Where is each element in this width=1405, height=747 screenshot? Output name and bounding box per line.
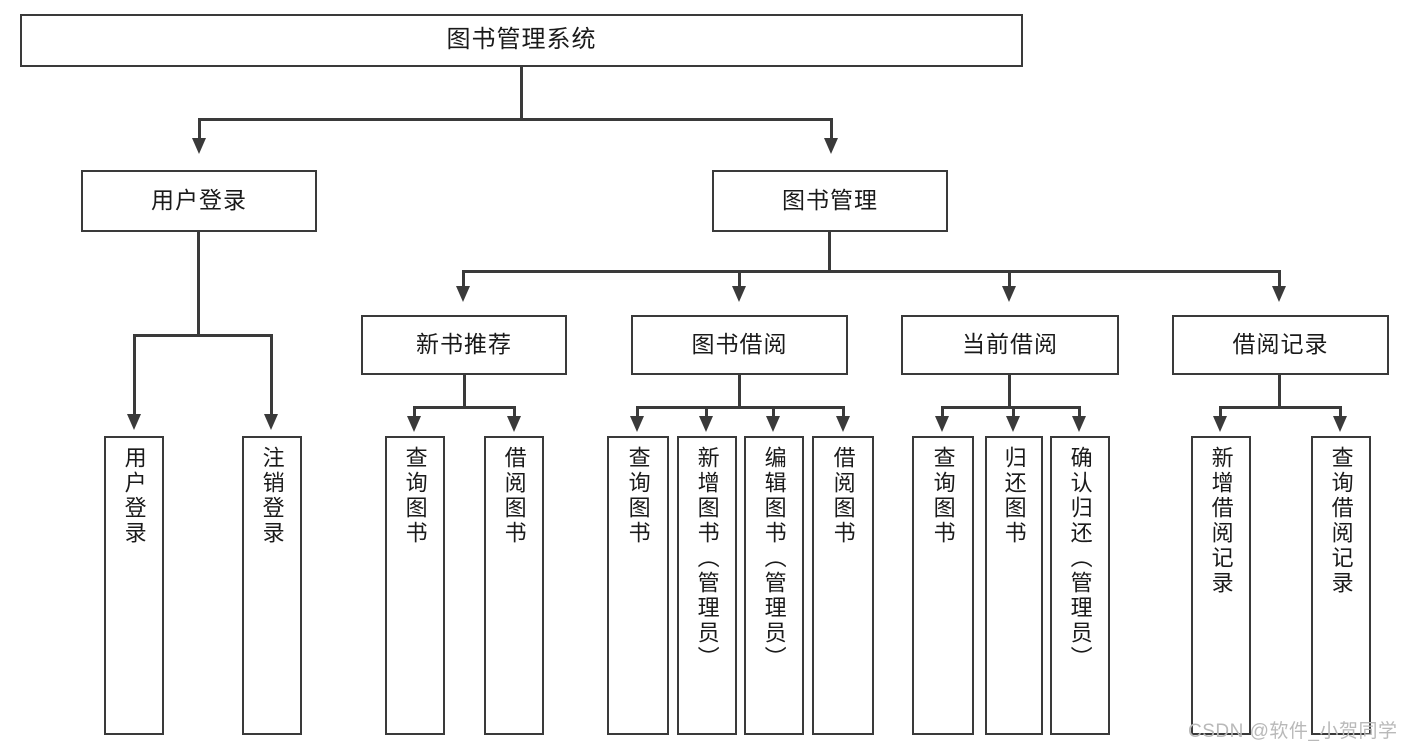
node-leaf-query-borrow-record[interactable]: 查询借阅记录 — [1311, 436, 1371, 735]
node-label: 当前借阅 — [962, 331, 1058, 358]
arrow-to-return-book — [1006, 416, 1020, 432]
connector-bookborrow-drop-2 — [705, 406, 708, 418]
connector-bookborrow-drop-3 — [772, 406, 775, 418]
connector-newbook-drop-1 — [413, 406, 416, 418]
node-leaf-query-book-borrow[interactable]: 查询图书 — [607, 436, 669, 735]
node-leaf-borrow-book[interactable]: 借阅图书 — [812, 436, 874, 735]
connector-newbook-drop-2 — [513, 406, 516, 418]
arrow-to-add-book — [699, 416, 713, 432]
arrow-to-query-book-3 — [935, 416, 949, 432]
node-current-borrow[interactable]: 当前借阅 — [901, 315, 1119, 375]
csdn-watermark: CSDN @软件_小贺同学 — [1188, 721, 1398, 742]
node-leaf-borrow-book-newbook[interactable]: 借阅图书 — [484, 436, 544, 735]
connector-bookborrow-stem — [738, 375, 741, 408]
arrow-to-user-login-leaf — [127, 414, 141, 430]
arrow-to-edit-book — [766, 416, 780, 432]
node-label: 新书推荐 — [416, 331, 512, 358]
connector-borrowrecord-drop-2 — [1339, 406, 1342, 418]
arrow-to-user-login — [192, 138, 206, 154]
connector-bookmgmt-drop-1 — [462, 270, 465, 288]
node-leaf-user-login[interactable]: 用户登录 — [104, 436, 164, 735]
node-leaf-return-book[interactable]: 归还图书 — [985, 436, 1043, 735]
connector-borrowrecord-bus — [1219, 406, 1341, 409]
node-label: 借阅记录 — [1232, 331, 1329, 358]
arrow-to-add-record — [1213, 416, 1227, 432]
connector-bookmgmt-bus — [462, 270, 1280, 273]
connector-newbook-stem — [463, 375, 466, 408]
node-leaf-confirm-return-admin[interactable]: 确认归还（管理员） — [1050, 436, 1110, 735]
arrow-to-borrow-book-2 — [836, 416, 850, 432]
node-label: 查询图书 — [402, 446, 428, 546]
node-label: 借阅图书 — [830, 446, 856, 546]
node-label: 确认归还（管理员） — [1067, 446, 1093, 671]
connector-newbook-bus — [413, 406, 516, 409]
connector-bookborrow-bus — [636, 406, 844, 409]
node-leaf-logout[interactable]: 注销登录 — [242, 436, 302, 735]
connector-bookmgmt-drop-2 — [738, 270, 741, 288]
connector-root-stem — [520, 67, 523, 119]
connector-currentborrow-drop-2 — [1012, 406, 1015, 418]
connector-root-drop-right — [830, 118, 833, 140]
node-leaf-add-book-admin[interactable]: 新增图书（管理员） — [677, 436, 737, 735]
connector-currentborrow-stem — [1008, 375, 1011, 408]
connector-bookborrow-drop-4 — [842, 406, 845, 418]
connector-bookborrow-drop-1 — [636, 406, 639, 418]
connector-bookmgmt-drop-3 — [1008, 270, 1011, 288]
connector-borrowrecord-drop-1 — [1219, 406, 1222, 418]
arrow-to-book-borrow — [732, 286, 746, 302]
node-leaf-query-book-newbook[interactable]: 查询图书 — [385, 436, 445, 735]
arrow-to-query-record — [1333, 416, 1347, 432]
arrow-to-logout-leaf — [264, 414, 278, 430]
node-book-borrow[interactable]: 图书借阅 — [631, 315, 848, 375]
node-label: 用户登录 — [121, 446, 147, 546]
node-label: 新增借阅记录 — [1208, 446, 1234, 596]
node-label: 查询借阅记录 — [1328, 446, 1354, 596]
connector-root-bus — [198, 118, 833, 121]
node-book-management[interactable]: 图书管理 — [712, 170, 948, 232]
node-root-system[interactable]: 图书管理系统 — [20, 14, 1023, 67]
node-label: 编辑图书（管理员） — [761, 446, 787, 671]
node-label: 新增图书（管理员） — [694, 446, 720, 671]
node-new-book-recommend[interactable]: 新书推荐 — [361, 315, 567, 375]
connector-currentborrow-drop-3 — [1078, 406, 1081, 418]
connector-currentborrow-bus — [941, 406, 1080, 409]
node-label: 查询图书 — [930, 446, 956, 546]
arrow-to-confirm-return — [1072, 416, 1086, 432]
arrow-to-book-manage — [824, 138, 838, 154]
arrow-to-query-book-1 — [407, 416, 421, 432]
connector-userlogin-drop-2 — [270, 334, 273, 416]
connector-borrowrecord-stem — [1278, 375, 1281, 408]
node-leaf-edit-book-admin[interactable]: 编辑图书（管理员） — [744, 436, 804, 735]
node-user-login[interactable]: 用户登录 — [81, 170, 317, 232]
node-label: 图书借阅 — [691, 331, 788, 358]
connector-userlogin-bus — [133, 334, 272, 337]
arrow-to-borrow-record — [1272, 286, 1286, 302]
connector-userlogin-stem — [197, 232, 200, 336]
arrow-to-new-book — [456, 286, 470, 302]
connector-bookmgmt-drop-4 — [1278, 270, 1281, 288]
node-label: 查询图书 — [625, 446, 651, 546]
node-label: 用户登录 — [151, 187, 247, 214]
arrow-to-current-borrow — [1002, 286, 1016, 302]
node-leaf-add-borrow-record[interactable]: 新增借阅记录 — [1191, 436, 1251, 735]
arrow-to-query-book-2 — [630, 416, 644, 432]
connector-userlogin-drop-1 — [133, 334, 136, 416]
arrow-to-borrow-book-1 — [507, 416, 521, 432]
connector-root-drop-left — [198, 118, 201, 140]
node-borrow-record[interactable]: 借阅记录 — [1172, 315, 1389, 375]
connector-bookmgmt-stem — [828, 232, 831, 272]
node-label: 借阅图书 — [501, 446, 527, 546]
node-label: 归还图书 — [1001, 446, 1027, 546]
connector-currentborrow-drop-1 — [941, 406, 944, 418]
node-leaf-query-book-current[interactable]: 查询图书 — [912, 436, 974, 735]
node-label: 图书管理系统 — [446, 26, 597, 54]
node-label: 图书管理 — [782, 187, 878, 214]
node-label: 注销登录 — [259, 446, 285, 546]
